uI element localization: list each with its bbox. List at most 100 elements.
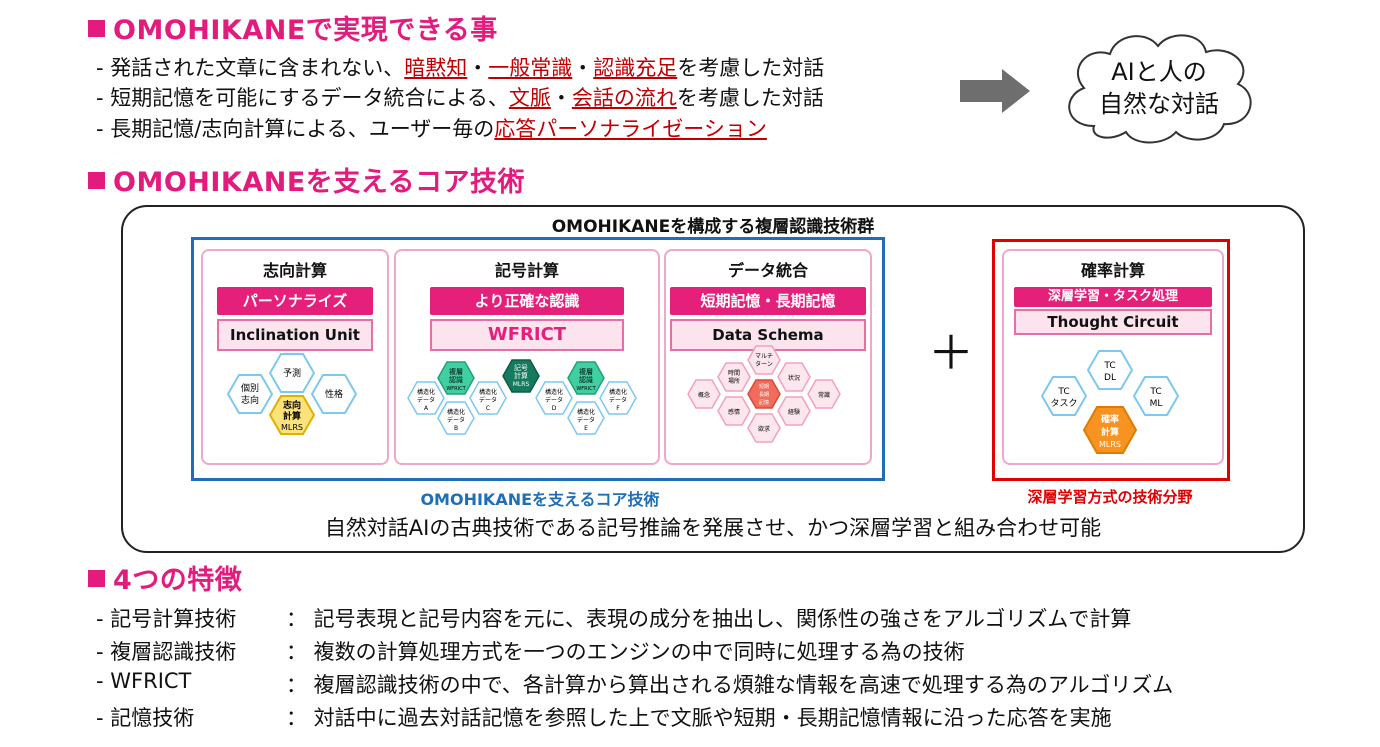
- plus-sign: ＋: [928, 326, 974, 380]
- hex-label: TC: [1057, 387, 1069, 397]
- cloud-text: AIと人の 自然な対話: [1070, 56, 1248, 120]
- card-bar: より正確な認識: [430, 287, 624, 315]
- bullet-personalization: - 長期記憶/志向計算による、ユーザー毎の応答パーソナライゼーション: [96, 113, 767, 145]
- hex-label: E: [584, 425, 588, 432]
- hex-multi-c: 複層認識 WFRICT: [567, 361, 605, 395]
- hex-label: 常識: [818, 391, 830, 399]
- card-box: WFRICT: [430, 319, 624, 351]
- section2-heading: OMOHIKANEを支えるコア技術: [88, 160, 525, 199]
- card-box: Thought Circuit: [1014, 309, 1212, 335]
- hex-experience: 経験: [777, 396, 811, 426]
- card-title: 志向計算: [262, 261, 327, 280]
- hex-personality: 性格: [310, 374, 358, 414]
- red-group-frame: [992, 239, 1230, 481]
- red-group-caption: 深層学習方式の技術分野: [1027, 488, 1193, 506]
- hex-label: 性格: [325, 388, 343, 400]
- hex-label: 概念: [698, 391, 710, 399]
- hex-label: ML: [1150, 399, 1163, 409]
- hex-label: MLRS: [513, 381, 530, 388]
- hex-label: 構造化: [577, 408, 595, 416]
- card-symbolic: 記号計算 より正確な認識 WFRICT: [394, 249, 660, 465]
- feature-text: ： 複層認識技術の中で、各計算から算出される煩雑な情報を高速で処理する為のアルゴ…: [286, 673, 1174, 697]
- hex-label: 構造化: [545, 388, 563, 396]
- highlight-term: 会話の流れ: [571, 86, 677, 110]
- hex-multi-a: 複層認識 WFRICT: [437, 361, 475, 395]
- hex-emotion: 感情: [717, 396, 751, 426]
- hex-label: データ: [609, 396, 627, 404]
- bullet-text: - 長期記憶/志向計算による、ユーザー毎の: [96, 117, 495, 141]
- card-box: Inclination Unit: [217, 319, 373, 351]
- card-title: 確率計算: [1080, 261, 1145, 280]
- right-arrow-icon: [960, 69, 1030, 113]
- hex-label: 場所: [728, 377, 740, 385]
- feature-label: - WFRICT: [96, 669, 192, 693]
- hex-label: 記憶: [759, 399, 769, 406]
- hex-concept: 概念: [687, 379, 721, 409]
- hex-label: 計算: [1101, 426, 1119, 438]
- highlight-term: 文脈: [508, 86, 551, 110]
- hex-label: TC: [1103, 361, 1115, 371]
- bullet-context: - 短期記憶を可能にするデータ統合による、文脈・会話の流れを考慮した対話: [96, 82, 824, 114]
- hex-label: データ: [545, 396, 563, 404]
- core-tech-frame: [121, 205, 1305, 553]
- separator: ・: [550, 86, 572, 110]
- feature-row: - 記憶技術 ： 対話中に過去対話記憶を参照した上で文脈や短期・長期記憶情報に沿っ…: [96, 702, 1296, 732]
- hex-label: 短期: [759, 383, 769, 390]
- hex-label: D: [552, 405, 557, 412]
- square-bullet-icon: [88, 172, 105, 189]
- hex-label: 記号: [514, 363, 528, 372]
- hex-common-sense: 常識: [807, 379, 841, 409]
- hex-label: 構造化: [609, 388, 627, 396]
- hex-label: タスク: [1050, 398, 1077, 409]
- hex-label: DL: [1104, 373, 1116, 383]
- feature-text: ： 対話中に過去対話記憶を参照した上で文脈や短期・長期記憶情報に沿った応答を実施: [286, 706, 1112, 730]
- hex-label: 欲求: [758, 425, 770, 433]
- cloud-line1: AIと人の: [1111, 58, 1207, 86]
- hex-label: C: [486, 405, 490, 412]
- hex-label: A: [424, 405, 429, 412]
- hex-label: 確率: [1101, 413, 1119, 425]
- feature-text: ： 複数の計算処理方式を一つのエンジンの中で同時に処理する為の技術: [286, 640, 965, 664]
- frame-title: OMOHIKANEを構成する複層認識技術群: [551, 217, 875, 237]
- card-bar: パーソナライズ: [217, 287, 373, 315]
- blue-group-caption: OMOHIKANEを支えるコア技術: [420, 490, 660, 509]
- section3-title: 4つの特徴: [113, 565, 243, 596]
- hex-label: 認識: [579, 375, 593, 384]
- hex-label: 複層: [449, 367, 463, 376]
- feature-label: - 記憶技術: [96, 706, 195, 730]
- hex-label: WFRICT: [576, 386, 596, 392]
- highlight-term: 一般常識: [488, 56, 573, 80]
- hex-label: WFRICT: [446, 386, 466, 392]
- hex-label: 認識: [449, 375, 463, 384]
- section2-title: OMOHIKANEを支えるコア技術: [113, 167, 525, 198]
- hex-label: 複層: [579, 367, 593, 376]
- separator: ・: [467, 56, 489, 80]
- bullet-text: を考慮した対話: [676, 86, 824, 110]
- separator: ・: [572, 56, 594, 80]
- hex-label: 経験: [788, 408, 800, 416]
- feature-label: - 記号計算技術: [96, 607, 237, 631]
- hex-desire: 欲求: [747, 413, 781, 443]
- bullet-text: を考慮した対話: [677, 56, 825, 80]
- hex-label: マルチ: [755, 353, 773, 360]
- blue-group-frame: [191, 237, 885, 481]
- hex-label: データ: [447, 416, 465, 424]
- section1-title: OMOHIKANEで実現できる事: [113, 15, 498, 46]
- hex-label: MLRS: [281, 423, 303, 432]
- hex-label: 志向: [241, 394, 259, 406]
- hex-predict: 予測: [268, 353, 316, 393]
- square-bullet-icon: [88, 20, 105, 37]
- highlight-term: 応答パーソナライゼーション: [494, 117, 767, 141]
- hex-situation: 状況: [777, 362, 811, 392]
